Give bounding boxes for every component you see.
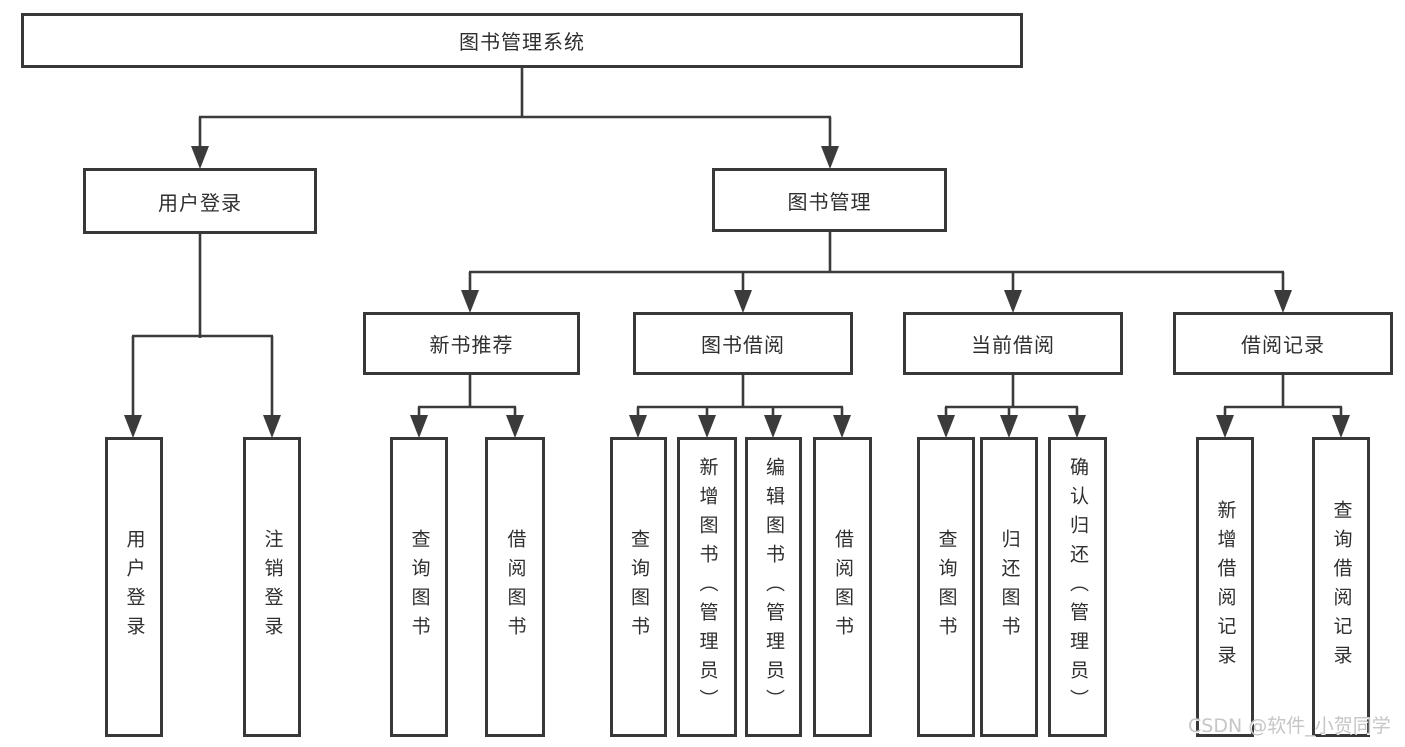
leaf-current-confirm-return-admin-label: 确认归还（管理员） [1067,456,1089,718]
leaf-recommend-query-books-label: 查询图书 [408,529,431,645]
csdn-watermark: CSDN @软件_小贺同学 [1188,715,1391,737]
node-user-login: 用户登录 [83,168,317,234]
arrowhead-down-icon [1274,290,1292,313]
arrowhead-down-icon [629,415,647,438]
leaf-recommend-borrow-books: 借阅图书 [485,437,545,737]
node-current-borrow: 当前借阅 [903,312,1123,375]
leaf-borrow-add-books-admin-label: 新增图书（管理员） [696,456,719,718]
leaf-borrow-edit-books-admin-label: 编辑图书（管理员） [763,456,785,718]
node-new-book-recommend-label: 新书推荐 [429,333,514,357]
node-borrow-records: 借阅记录 [1173,312,1393,375]
arrowhead-down-icon [1216,415,1234,438]
leaf-logout: 注销登录 [243,437,301,737]
arrowhead-down-icon [1068,415,1086,438]
arrowhead-down-icon [1000,415,1018,438]
arrowhead-down-icon [506,415,524,438]
leaf-current-confirm-return-admin: 确认归还（管理员） [1048,437,1107,737]
leaf-recommend-query-books: 查询图书 [390,437,448,737]
leaf-user-login-label: 用户登录 [123,529,146,645]
leaf-borrow-borrow-books: 借阅图书 [813,437,872,737]
arrowhead-down-icon [124,415,142,438]
leaf-records-query-record: 查询借阅记录 [1312,437,1370,737]
node-current-borrow-label: 当前借阅 [971,333,1055,357]
leaf-records-query-record-label: 查询借阅记录 [1330,500,1353,674]
leaf-borrow-add-books-admin: 新增图书（管理员） [677,437,737,737]
arrowhead-down-icon [821,146,839,169]
node-book-borrow-label: 图书借阅 [701,333,785,357]
leaf-current-query-books-label: 查询图书 [935,529,958,645]
leaf-current-return-books: 归还图书 [980,437,1038,737]
leaf-user-login: 用户登录 [105,437,163,737]
arrowhead-down-icon [764,415,782,438]
leaf-borrow-edit-books-admin: 编辑图书（管理员） [745,437,802,737]
node-book-borrow: 图书借阅 [633,312,853,375]
arrowhead-down-icon [191,146,209,169]
leaf-recommend-borrow-books-label: 借阅图书 [504,529,527,645]
arrowhead-down-icon [833,415,851,438]
arrowhead-down-icon [263,415,281,438]
node-new-book-recommend: 新书推荐 [363,312,580,375]
arrowhead-down-icon [937,415,955,438]
arrowhead-down-icon [734,290,752,313]
arrowhead-down-icon [1004,290,1022,313]
leaf-records-add-record: 新增借阅记录 [1196,437,1254,737]
leaf-borrow-query-books: 查询图书 [610,437,667,737]
arrowhead-down-icon [698,415,716,438]
leaf-current-return-books-label: 归还图书 [998,529,1021,645]
arrowhead-down-icon [461,290,479,313]
leaf-logout-label: 注销登录 [261,529,284,645]
node-borrow-records-label: 借阅记录 [1241,333,1325,357]
node-system-root-label: 图书管理系统 [459,30,585,54]
leaf-records-add-record-label: 新增借阅记录 [1214,500,1237,674]
node-book-management-label: 图书管理 [787,189,872,214]
leaf-current-query-books: 查询图书 [917,437,975,737]
leaf-borrow-borrow-books-label: 借阅图书 [832,529,854,645]
arrowhead-down-icon [1332,415,1350,438]
node-book-management: 图书管理 [712,168,947,232]
leaf-borrow-query-books-label: 查询图书 [628,529,650,645]
arrowhead-down-icon [410,415,428,438]
node-system-root: 图书管理系统 [21,13,1023,68]
node-user-login-label: 用户登录 [158,190,242,215]
